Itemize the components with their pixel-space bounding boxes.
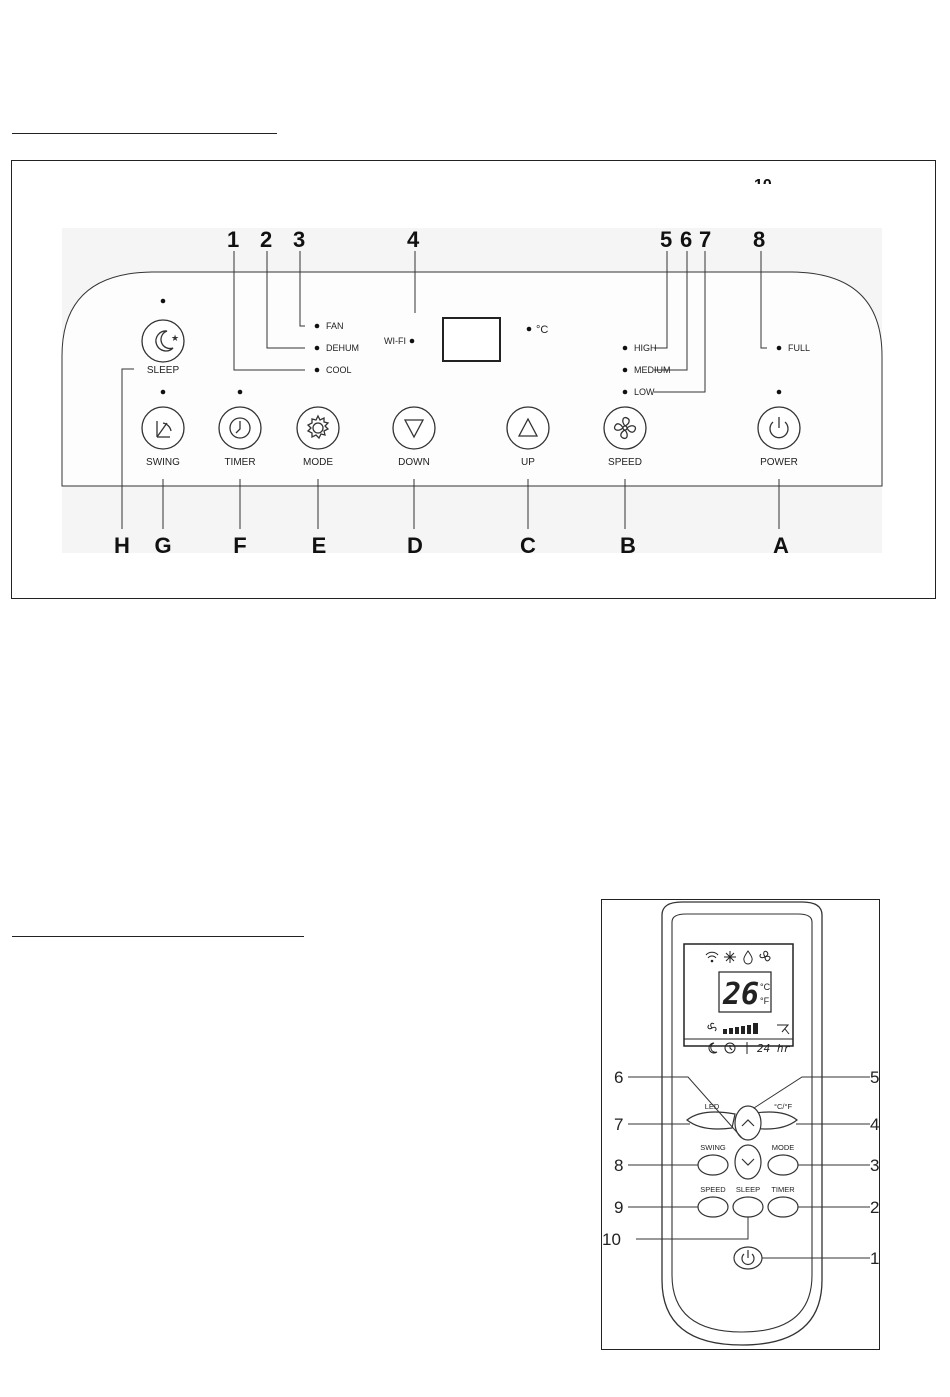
lcd-unit-c: °C: [760, 982, 771, 992]
timer-label: TIMER: [224, 457, 255, 468]
remote-figure: 26 °C °F 24 hr LED °C/°F SWING: [601, 899, 880, 1350]
callout-D: D: [407, 533, 423, 558]
callout-7: 7: [699, 227, 711, 252]
down-button[interactable]: [393, 407, 435, 449]
section-heading-rule-remote: [12, 936, 304, 937]
indicator-medium-label: MEDIUM: [634, 365, 671, 375]
callout-C: C: [520, 533, 536, 558]
remote-callout-6: 6: [614, 1068, 623, 1087]
remote-speed-label: SPEED: [700, 1185, 726, 1194]
callout-G: G: [154, 533, 171, 558]
remote-mode-label: MODE: [772, 1143, 795, 1152]
temp-unit-label: °C: [536, 324, 548, 336]
sleep-button-remote[interactable]: [733, 1197, 763, 1217]
indicator-full-label: FULL: [788, 343, 810, 353]
remote-timer-label: TIMER: [771, 1185, 795, 1194]
speed-button[interactable]: [604, 407, 646, 449]
panel-outline: [62, 272, 882, 486]
callout-A: A: [773, 533, 789, 558]
callout-F: F: [233, 533, 246, 558]
remote-callout-2: 2: [870, 1198, 879, 1217]
power-label: POWER: [760, 457, 798, 468]
lcd-timer: 24 hr: [757, 1042, 790, 1055]
callout-1: 1: [227, 227, 239, 252]
up-button[interactable]: [507, 407, 549, 449]
remote-led-label: LED: [705, 1102, 720, 1111]
remote-callout-9: 9: [614, 1198, 623, 1217]
swing-button-remote[interactable]: [698, 1155, 728, 1175]
callout-6: 6: [680, 227, 692, 252]
mode-button-remote[interactable]: [768, 1155, 798, 1175]
control-panel-figure: 10 1 2 3 4 5 6 7 8 FAN DEHUM COOL WI-FI: [11, 160, 936, 599]
indicator-low-label: LOW: [634, 387, 655, 397]
callout-4: 4: [407, 227, 420, 252]
star-glyph: ★: [171, 333, 179, 343]
remote-callout-7: 7: [614, 1115, 623, 1134]
indicator-dehum-label: DEHUM: [326, 343, 359, 353]
callout-E: E: [312, 533, 327, 558]
temperature-display: [443, 318, 500, 361]
remote-svg: 26 °C °F 24 hr LED °C/°F SWING: [602, 900, 881, 1351]
speed-label: SPEED: [608, 457, 642, 468]
callout-H: H: [114, 533, 130, 558]
down-label: DOWN: [398, 457, 430, 468]
speed-button-remote[interactable]: [698, 1197, 728, 1217]
section-heading-rule-control-panel: [12, 133, 277, 134]
up-label: UP: [521, 457, 535, 468]
control-panel-svg: 10 1 2 3 4 5 6 7 8 FAN DEHUM COOL WI-FI: [12, 161, 937, 600]
remote-callout-1: 1: [870, 1249, 879, 1268]
lcd-unit-f: °F: [760, 996, 770, 1006]
indicator-high-label: HIGH: [634, 343, 657, 353]
remote-callout-5: 5: [870, 1068, 879, 1087]
mode-button[interactable]: [297, 407, 339, 449]
remote-callout-10: 10: [602, 1230, 621, 1249]
swing-label: SWING: [146, 457, 180, 468]
callout-2: 2: [260, 227, 272, 252]
indicator-fan-label: FAN: [326, 321, 344, 331]
down-arrow-button[interactable]: [735, 1145, 761, 1179]
remote-swing-label: SWING: [700, 1143, 726, 1152]
remote-cf-label: °C/°F: [774, 1102, 792, 1111]
remote-sleep-label: SLEEP: [736, 1185, 760, 1194]
remote-callout-4: 4: [870, 1115, 879, 1134]
callout-8: 8: [753, 227, 765, 252]
callout-5: 5: [660, 227, 672, 252]
mode-label: MODE: [303, 457, 333, 468]
remote-callout-3: 3: [870, 1156, 879, 1175]
timer-button-remote[interactable]: [768, 1197, 798, 1217]
callout-B: B: [620, 533, 636, 558]
indicator-cool-label: COOL: [326, 365, 352, 375]
callout-3: 3: [293, 227, 305, 252]
remote-callout-8: 8: [614, 1156, 623, 1175]
sleep-label: SLEEP: [147, 365, 180, 376]
wifi-label: WI-FI: [384, 336, 406, 346]
lcd-temperature: 26: [722, 977, 759, 1012]
